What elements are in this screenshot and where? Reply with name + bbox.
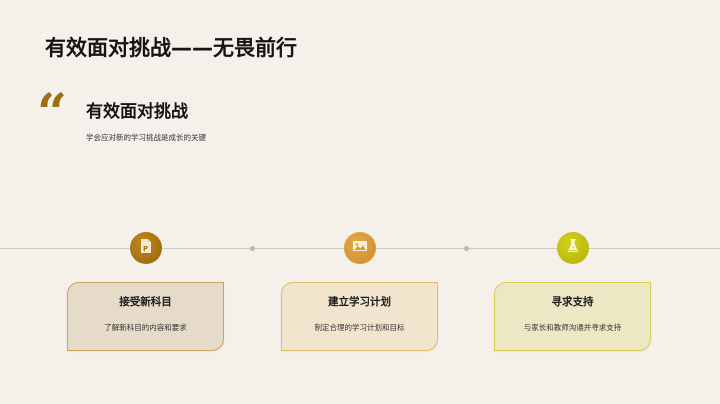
timeline-dot bbox=[464, 246, 469, 251]
step-title: 接受新科目 bbox=[119, 296, 172, 308]
step-description: 与家长和教师沟通并寻求支持 bbox=[523, 323, 622, 332]
step-title: 寻求支持 bbox=[551, 296, 594, 308]
step-description: 制定合理的学习计划和目标 bbox=[314, 323, 405, 332]
section-subtitle: 有效面对挑战 bbox=[86, 102, 188, 122]
step-title: 建立学习计划 bbox=[328, 296, 391, 308]
step-description: 了解新科目的内容和要求 bbox=[104, 323, 187, 332]
section-description: 学会应对新的学习挑战是成长的关键 bbox=[86, 133, 206, 142]
timeline-node-2[interactable] bbox=[344, 232, 376, 264]
powerpoint-file-icon: P bbox=[138, 238, 154, 258]
timeline-dot bbox=[250, 246, 255, 251]
slide-title: 有效面对挑战——无畏前行 bbox=[45, 36, 297, 60]
timeline-node-1[interactable]: P bbox=[130, 232, 162, 264]
timeline-node-3[interactable] bbox=[557, 232, 589, 264]
step-card-3[interactable]: 寻求支持 与家长和教师沟通并寻求支持 bbox=[494, 282, 651, 351]
flask-icon bbox=[565, 238, 581, 258]
left-double-quote-icon: “ bbox=[37, 83, 67, 144]
image-icon bbox=[352, 238, 368, 258]
step-card-1[interactable]: 接受新科目 了解新科目的内容和要求 bbox=[67, 282, 224, 351]
svg-text:P: P bbox=[143, 245, 148, 253]
step-card-2[interactable]: 建立学习计划 制定合理的学习计划和目标 bbox=[281, 282, 438, 351]
